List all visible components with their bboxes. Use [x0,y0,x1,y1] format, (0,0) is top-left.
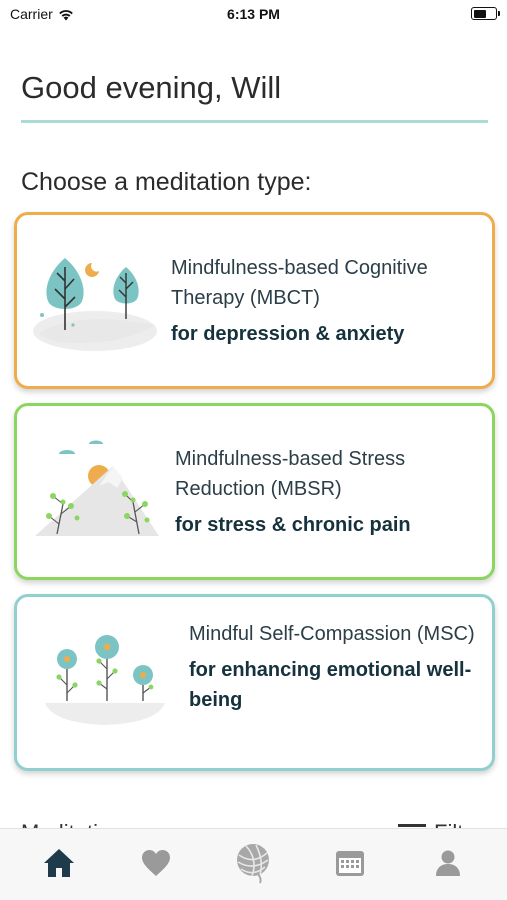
battery-level [473,9,486,18]
filter-label: Filter [434,820,483,828]
heart-icon [142,850,170,876]
greeting-divider [21,120,488,123]
carrier-indicator: Carrier [10,6,75,22]
brain-globe-icon [237,844,269,884]
tab-profile[interactable] [428,843,468,883]
status-bar: Carrier 6:13 PM [0,0,507,30]
tab-bar [0,828,507,900]
battery-icon [471,7,500,20]
tab-home[interactable] [39,843,79,883]
card-title: Mindfulness-based Cognitive Therapy (MBC… [171,257,428,309]
greeting-title: Good evening, Will [21,70,282,105]
trees-moon-icon [33,258,157,351]
filter-icon [398,824,426,827]
wifi-icon [58,9,73,20]
status-time: 6:13 PM [227,6,280,22]
card-subtitle: for stress & chronic pain [175,514,411,536]
flowers-icon [45,635,165,725]
tab-explore[interactable] [233,843,273,884]
carrier-label: Carrier [10,6,53,22]
section-label: Choose a meditation type: [21,168,312,196]
card-title: Mindful Self-Compassion (MSC) [189,623,475,645]
filter-button[interactable]: Filter [398,820,483,828]
home-icon [44,849,74,877]
profile-icon [436,850,460,876]
card-title: Mindfulness-based Stress Reduction (MBSR… [175,448,406,500]
card-mbsr[interactable]: Mindfulness-based Stress Reduction (MBSR… [14,403,495,580]
calendar-icon [336,851,364,876]
mountain-sun-icon [35,440,159,536]
tab-calendar[interactable] [330,843,370,883]
card-msc[interactable]: Mindful Self-Compassion (MSC) for enhanc… [14,594,495,771]
card-text: Mindful Self-Compassion (MSC) for enhanc… [189,619,489,715]
card-subtitle: for enhancing emotional well-being [189,659,472,711]
meditations-heading: Meditations [21,820,134,828]
card-text: Mindfulness-based Stress Reduction (MBSR… [175,444,485,540]
tab-favorites[interactable] [136,843,176,883]
card-mbct[interactable]: Mindfulness-based Cognitive Therapy (MBC… [14,212,495,389]
card-text: Mindfulness-based Cognitive Therapy (MBC… [171,253,481,349]
meditations-header: Meditations Filter [0,814,507,828]
card-subtitle: for depression & anxiety [171,323,405,345]
